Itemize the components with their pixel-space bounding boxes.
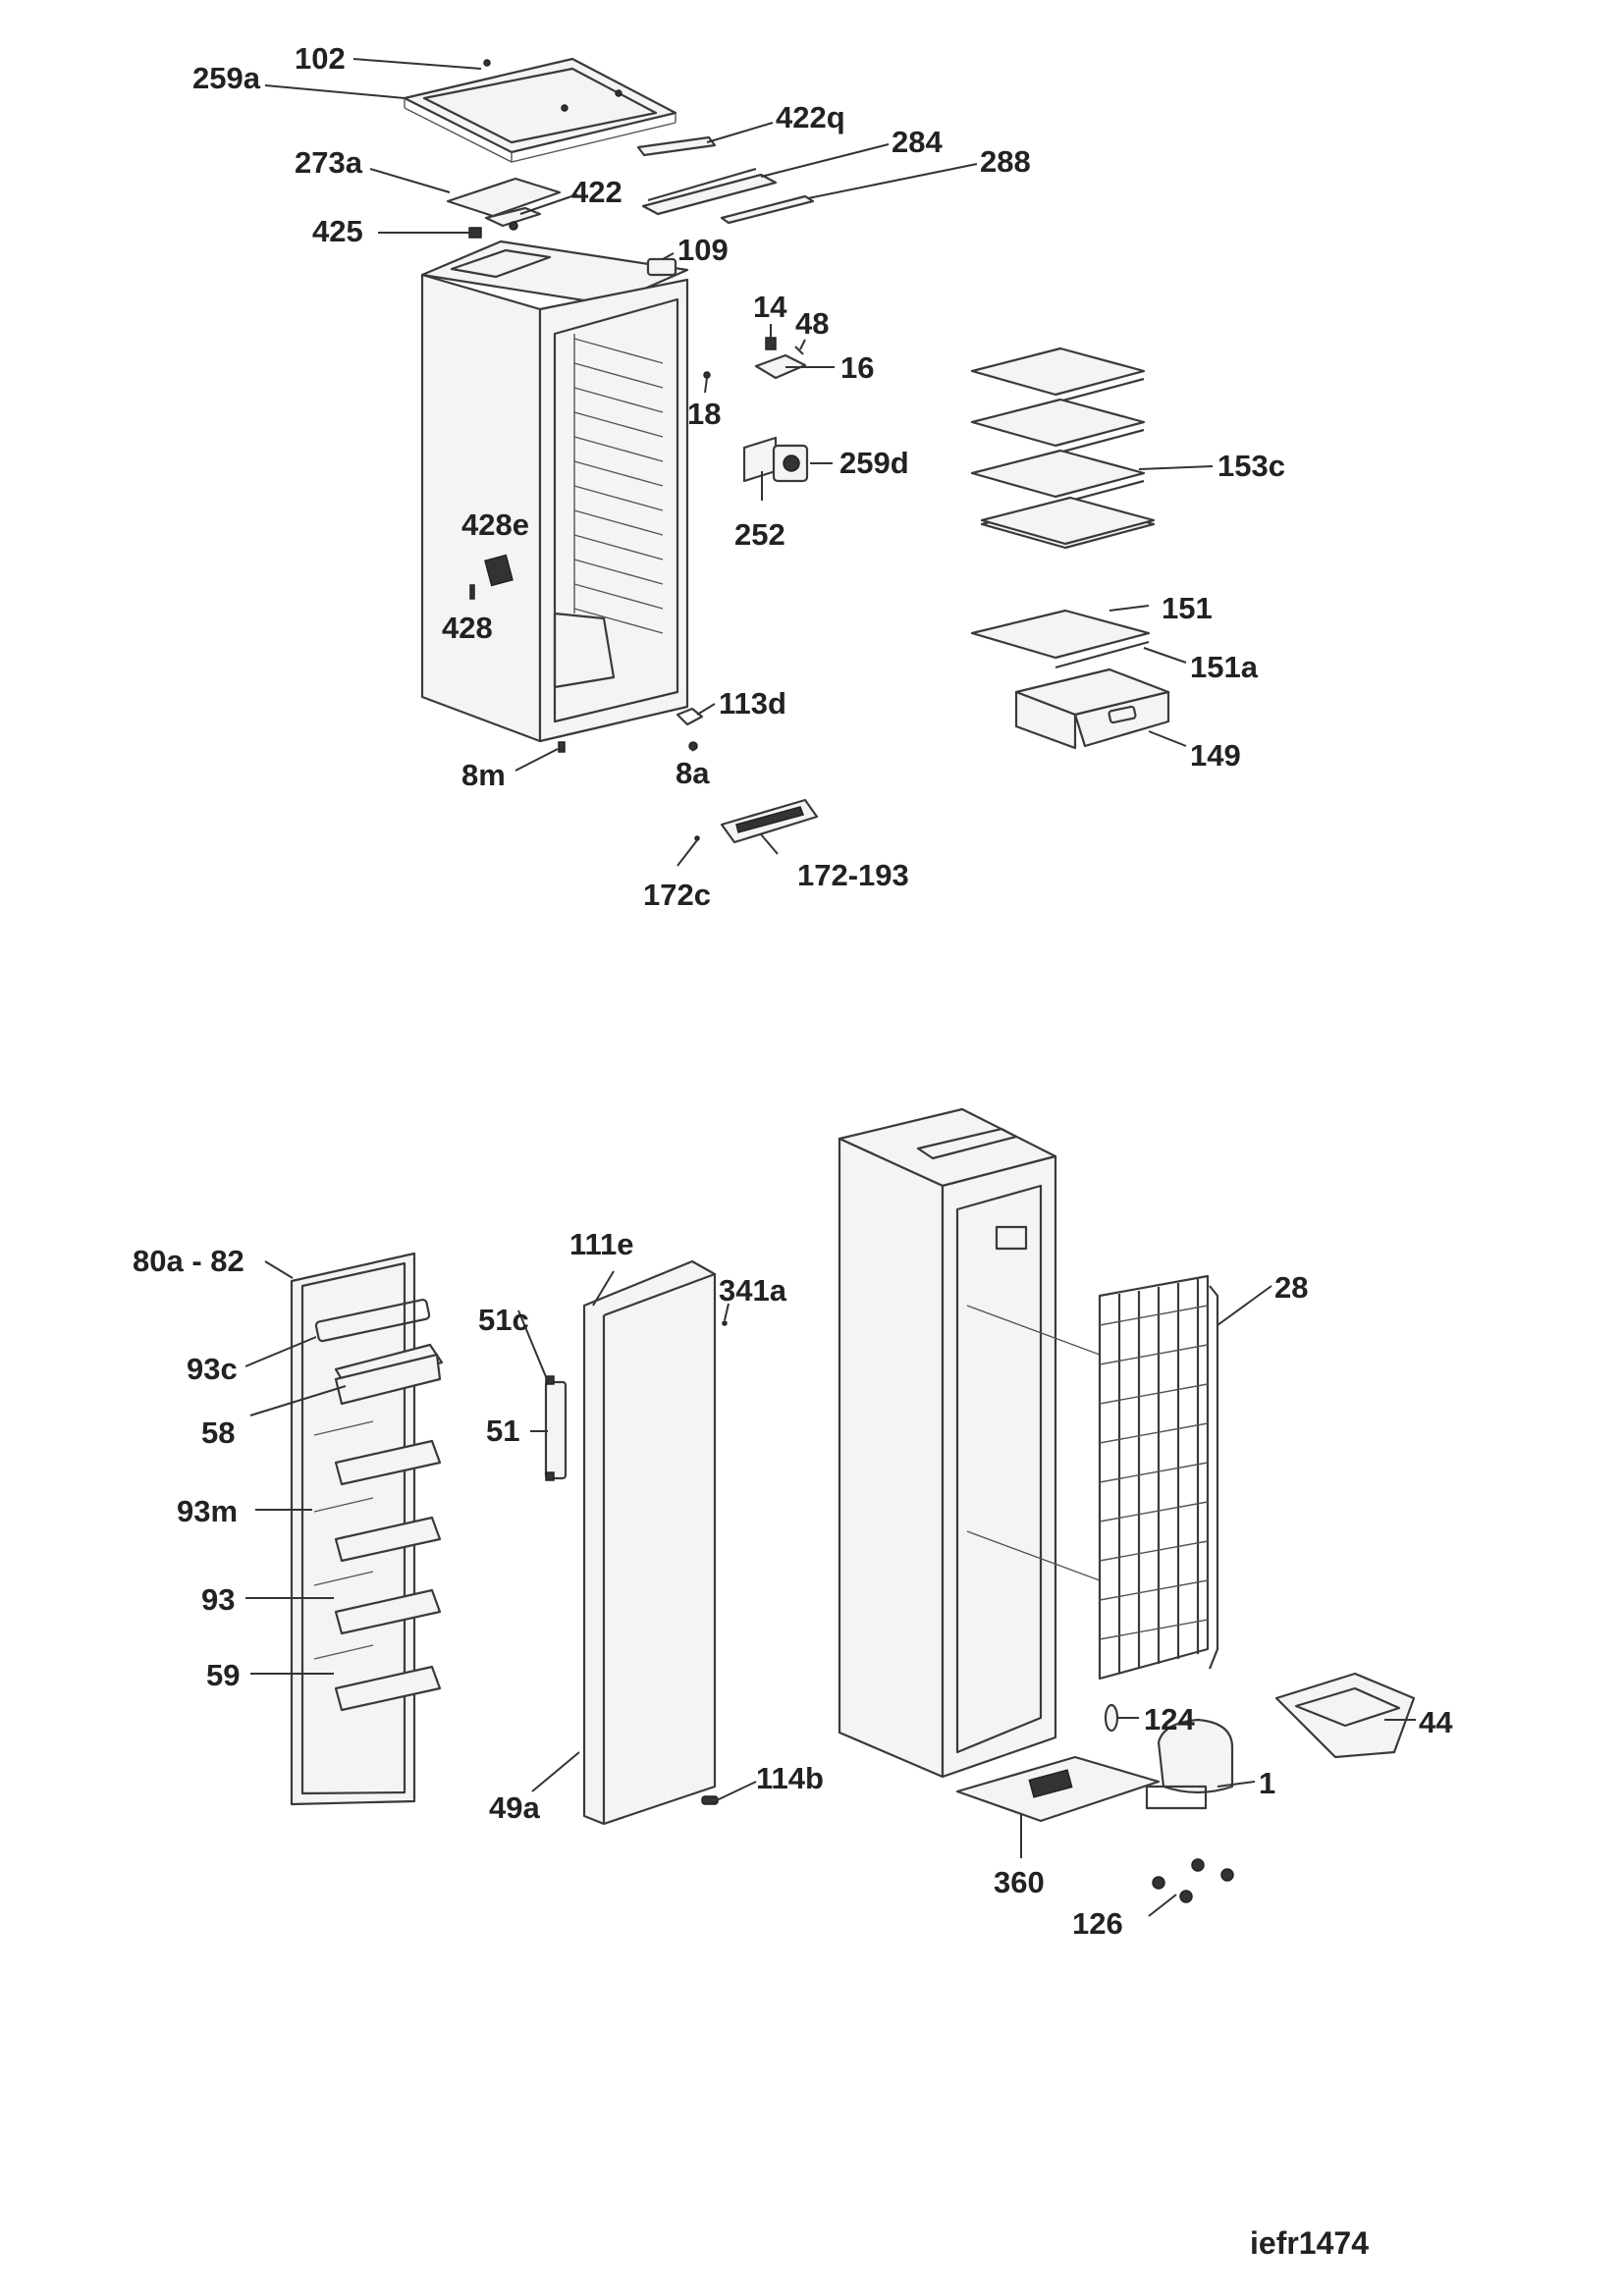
label-284: 284 xyxy=(892,125,943,159)
bottom-assembly xyxy=(290,1107,1416,1903)
condenser-part xyxy=(1098,1274,1219,1681)
label-93: 93 xyxy=(201,1582,235,1617)
label-49a: 49a xyxy=(489,1790,540,1825)
top-cover-part xyxy=(403,57,677,163)
label-51c: 51c xyxy=(478,1303,529,1337)
label-48: 48 xyxy=(795,306,829,341)
label-422: 422 xyxy=(571,175,622,209)
outer-door-part xyxy=(544,1259,728,1826)
compressor-part xyxy=(1145,1718,1234,1903)
thermostat-housing-part xyxy=(446,177,562,239)
label-80a-82: 80a - 82 xyxy=(133,1244,244,1278)
top-hinge-part xyxy=(646,257,677,277)
leader-lines xyxy=(244,58,1416,1917)
light-cover-part xyxy=(636,135,815,225)
crisper-drawer-part xyxy=(1014,667,1170,750)
fan-assembly-part xyxy=(742,436,809,483)
label-259d: 259d xyxy=(839,446,909,480)
label-273a: 273a xyxy=(295,145,363,180)
label-149: 149 xyxy=(1190,738,1241,773)
label-44: 44 xyxy=(1419,1705,1453,1739)
label-124: 124 xyxy=(1144,1702,1195,1736)
label-172-193: 172-193 xyxy=(797,858,909,892)
drip-tray-part xyxy=(1274,1672,1416,1759)
label-126: 126 xyxy=(1072,1906,1123,1941)
label-8a: 8a xyxy=(676,756,710,790)
label-1: 1 xyxy=(1259,1766,1275,1800)
door-hinge-bottom-part xyxy=(676,707,704,726)
label-259a: 259a xyxy=(192,61,261,95)
label-59: 59 xyxy=(206,1658,240,1692)
label-93m: 93m xyxy=(177,1494,238,1528)
label-58: 58 xyxy=(201,1415,235,1450)
label-102: 102 xyxy=(295,41,346,76)
label-252: 252 xyxy=(734,517,785,552)
label-109: 109 xyxy=(677,233,729,267)
label-428: 428 xyxy=(442,611,493,645)
label-425: 425 xyxy=(312,214,363,248)
label-28: 28 xyxy=(1274,1270,1308,1305)
label-151: 151 xyxy=(1162,591,1213,625)
label-341a: 341a xyxy=(719,1273,787,1308)
crisper-cover-part xyxy=(970,609,1151,669)
label-422q: 422q xyxy=(776,100,845,134)
label-113d: 113d xyxy=(719,686,786,721)
label-18: 18 xyxy=(687,397,721,431)
label-360: 360 xyxy=(994,1865,1045,1899)
label-111e: 111e xyxy=(569,1227,634,1261)
door-liner-part xyxy=(290,1252,444,1806)
glass-shelves-part xyxy=(970,347,1156,550)
document-reference: iefr1474 xyxy=(1250,2225,1369,2261)
label-14: 14 xyxy=(753,290,787,324)
cabinet-body-part xyxy=(420,240,689,753)
label-172c: 172c xyxy=(643,878,711,912)
label-114b: 114b xyxy=(756,1761,824,1795)
lamp-part xyxy=(754,337,807,380)
label-51: 51 xyxy=(486,1414,519,1448)
label-151a: 151a xyxy=(1190,650,1259,684)
label-93c: 93c xyxy=(187,1352,238,1386)
label-428e: 428e xyxy=(461,507,529,542)
label-16: 16 xyxy=(840,350,874,385)
kickplate-part xyxy=(694,798,819,844)
label-153c: 153c xyxy=(1217,449,1285,483)
label-8m: 8m xyxy=(461,758,506,792)
top-assembly xyxy=(403,57,1170,844)
filter-drier-part xyxy=(1104,1703,1119,1733)
screw-18-part xyxy=(703,371,711,379)
base-plate-part xyxy=(955,1755,1161,1823)
cabinet-rear-part xyxy=(838,1107,1101,1779)
part-labels: 102 259a 422q 284 288 273a 422 425 109 1… xyxy=(133,41,1453,2261)
label-288: 288 xyxy=(980,144,1031,179)
